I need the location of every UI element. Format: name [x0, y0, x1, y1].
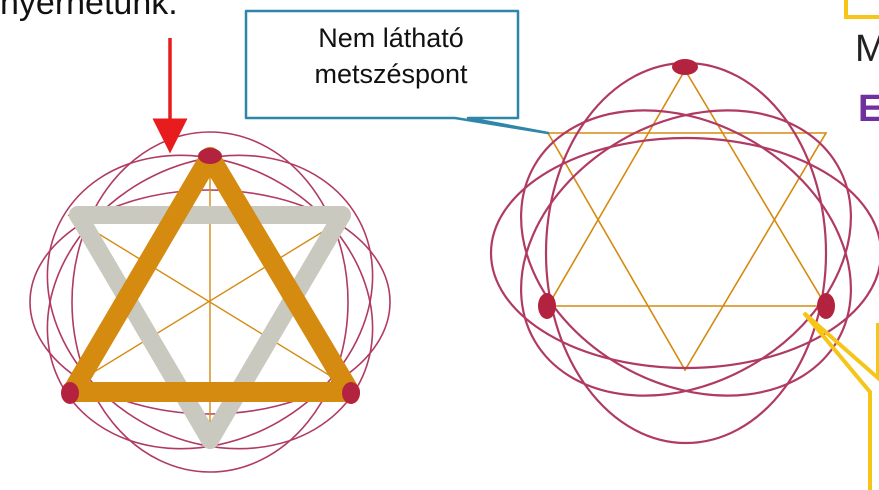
left-gray-triangle — [69, 206, 351, 449]
cut-off-letter-m: M — [855, 28, 879, 70]
callout-line-1: Nem látható — [318, 23, 464, 53]
left-vertices — [61, 148, 360, 404]
vertex — [342, 382, 360, 404]
yellow-callout-pointer — [802, 311, 879, 490]
right-triangle-up — [546, 68, 828, 307]
callout-line-2: metszéspont — [314, 59, 468, 89]
callout-box — [244, 9, 550, 135]
yellow-box-corner — [844, 0, 879, 19]
callout-label: Nem látható metszéspont — [266, 20, 516, 92]
left-circle-vertical — [71, 131, 349, 473]
caption-text: nyernetunk. — [0, 0, 178, 22]
right-circle-tilt-a — [519, 109, 853, 397]
right-triangle-down — [546, 132, 828, 372]
vertex — [538, 293, 556, 319]
left-orange-triangle — [62, 147, 360, 402]
vertex — [198, 148, 222, 164]
right-hexagram — [546, 68, 828, 372]
vertex — [61, 382, 79, 404]
right-circles — [489, 61, 879, 445]
right-figure — [489, 59, 879, 445]
vertex — [817, 293, 835, 319]
right-vertices — [538, 59, 835, 319]
vertex — [672, 59, 698, 75]
right-circle-wide — [489, 136, 879, 370]
yellow-callout — [802, 0, 879, 490]
cut-off-letter-e: E — [858, 88, 879, 130]
left-figure — [29, 38, 391, 473]
